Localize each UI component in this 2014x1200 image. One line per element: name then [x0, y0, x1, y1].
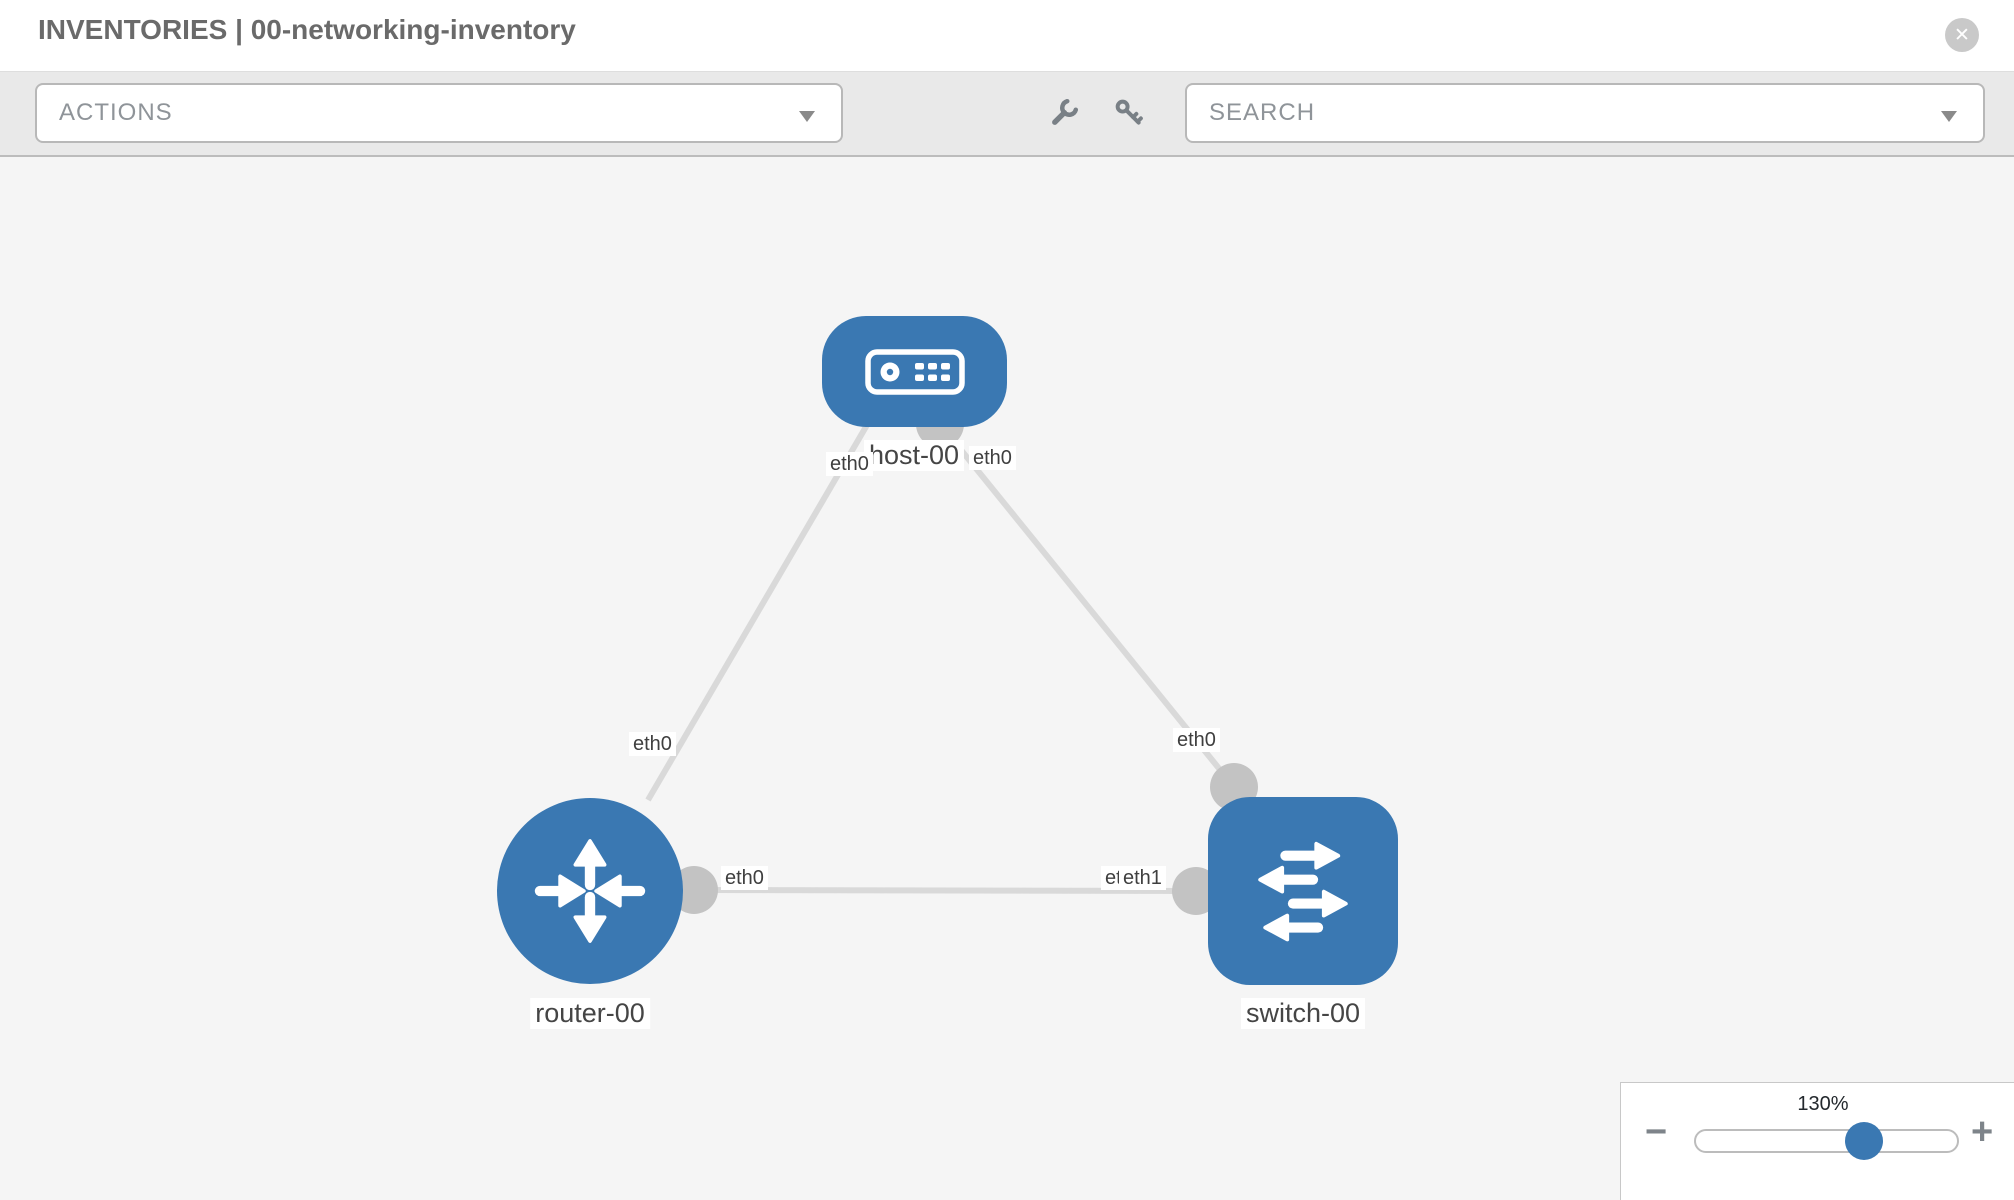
zoom-out-button[interactable]: −	[1645, 1111, 1668, 1153]
zoom-percent-label: 130%	[1797, 1093, 1849, 1115]
configure-button[interactable]	[1041, 91, 1089, 137]
node-switch-00[interactable]	[1208, 797, 1398, 985]
zoom-in-button[interactable]: +	[1971, 1111, 1994, 1153]
credentials-button[interactable]	[1104, 91, 1152, 137]
interface-label-router-to-switch: eth0	[721, 866, 768, 890]
key-icon	[1111, 95, 1145, 134]
zoom-control: 130% − +	[1620, 1082, 2014, 1200]
zoom-slider-handle[interactable]	[1845, 1122, 1883, 1160]
router-icon	[529, 830, 651, 952]
page-title: INVENTORIES | 00-networking-inventory	[38, 14, 576, 45]
node-label-router: router-00	[530, 998, 650, 1029]
node-router-00[interactable]	[497, 798, 683, 984]
wrench-icon	[1047, 94, 1083, 135]
link-router-switch	[693, 887, 1197, 894]
search-input[interactable]: SEARCH	[1209, 99, 1316, 126]
interface-label-router-to-host: eth0	[629, 732, 676, 756]
node-host-00[interactable]	[822, 316, 1007, 427]
interface-label-switch-to-host: eth0	[1173, 728, 1220, 752]
link-host-router	[645, 423, 870, 802]
close-button[interactable]: ✕	[1945, 18, 1979, 52]
caret-down-icon	[1941, 111, 1957, 122]
node-label-host: host-00	[863, 440, 965, 471]
search-dropdown[interactable]: SEARCH	[1185, 83, 1985, 143]
close-icon: ✕	[1954, 24, 1970, 46]
interface-label-switch-to-router: eth1	[1119, 866, 1166, 890]
zoom-slider[interactable]	[1694, 1129, 1959, 1153]
toolbar: ACTIONS SEARCH	[0, 72, 2014, 157]
switch-icon	[1240, 828, 1366, 954]
caret-down-icon	[799, 111, 815, 122]
actions-dropdown-label: ACTIONS	[59, 99, 173, 126]
interface-label-host-to-router: eth0	[826, 452, 873, 476]
actions-dropdown[interactable]: ACTIONS	[35, 83, 843, 143]
header: INVENTORIES | 00-networking-inventory ✕	[0, 0, 2014, 72]
interface-label-host-to-switch: eth0	[969, 446, 1016, 470]
link-host-switch	[937, 422, 1237, 789]
node-label-switch: switch-00	[1240, 998, 1366, 1029]
host-icon	[864, 348, 965, 395]
